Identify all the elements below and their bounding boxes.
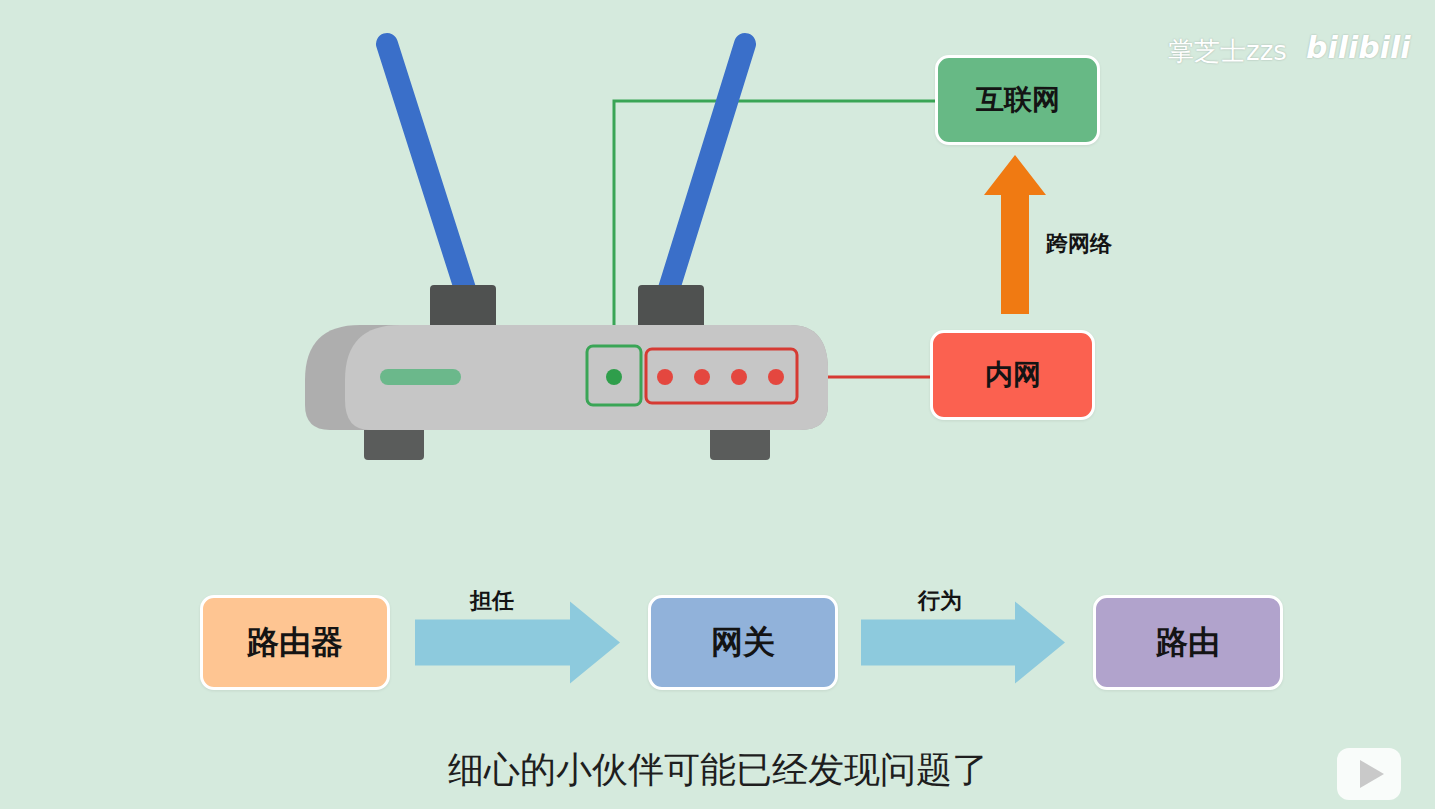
box-text: 互联网 [976, 81, 1060, 119]
wan-port-frame [587, 346, 641, 405]
process-box: 内网 [930, 330, 1095, 420]
process-box: 路由器 [200, 595, 390, 690]
antenna [668, 44, 745, 292]
lan-port [694, 369, 710, 385]
block-arrow [984, 155, 1046, 314]
subtitle-caption: 细心的小伙伴可能已经发现问题了 [448, 746, 988, 795]
lan-port [768, 369, 784, 385]
block-arrow [861, 602, 1065, 684]
edge-label: 担任 [470, 586, 514, 616]
box-text: 内网 [985, 356, 1041, 394]
player-icon [1337, 748, 1401, 800]
router-body-front [345, 325, 828, 430]
router-body [305, 325, 828, 430]
box-text: 路由器 [247, 621, 343, 665]
process-box: 网关 [648, 595, 838, 690]
edge-label: 行为 [918, 586, 962, 616]
lan-port [657, 369, 673, 385]
wan-port [606, 369, 622, 385]
box-text: 路由 [1156, 621, 1220, 665]
antenna-base [430, 285, 496, 331]
watermark-logo: bilibili [1306, 30, 1411, 65]
watermark-author: 掌芝士zzs [1168, 34, 1287, 69]
process-box: 互联网 [935, 55, 1100, 145]
lan-port-frame [646, 349, 797, 403]
antenna-base [638, 285, 704, 331]
box-text: 网关 [711, 621, 775, 665]
edge-label: 跨网络 [1046, 229, 1112, 259]
process-box: 路由 [1093, 595, 1283, 690]
indicator-bar [380, 369, 461, 385]
antenna [387, 44, 466, 292]
block-arrow [415, 602, 620, 684]
lan-port [731, 369, 747, 385]
wan-wire [614, 101, 937, 345]
player-icon-triangle [1360, 760, 1384, 788]
